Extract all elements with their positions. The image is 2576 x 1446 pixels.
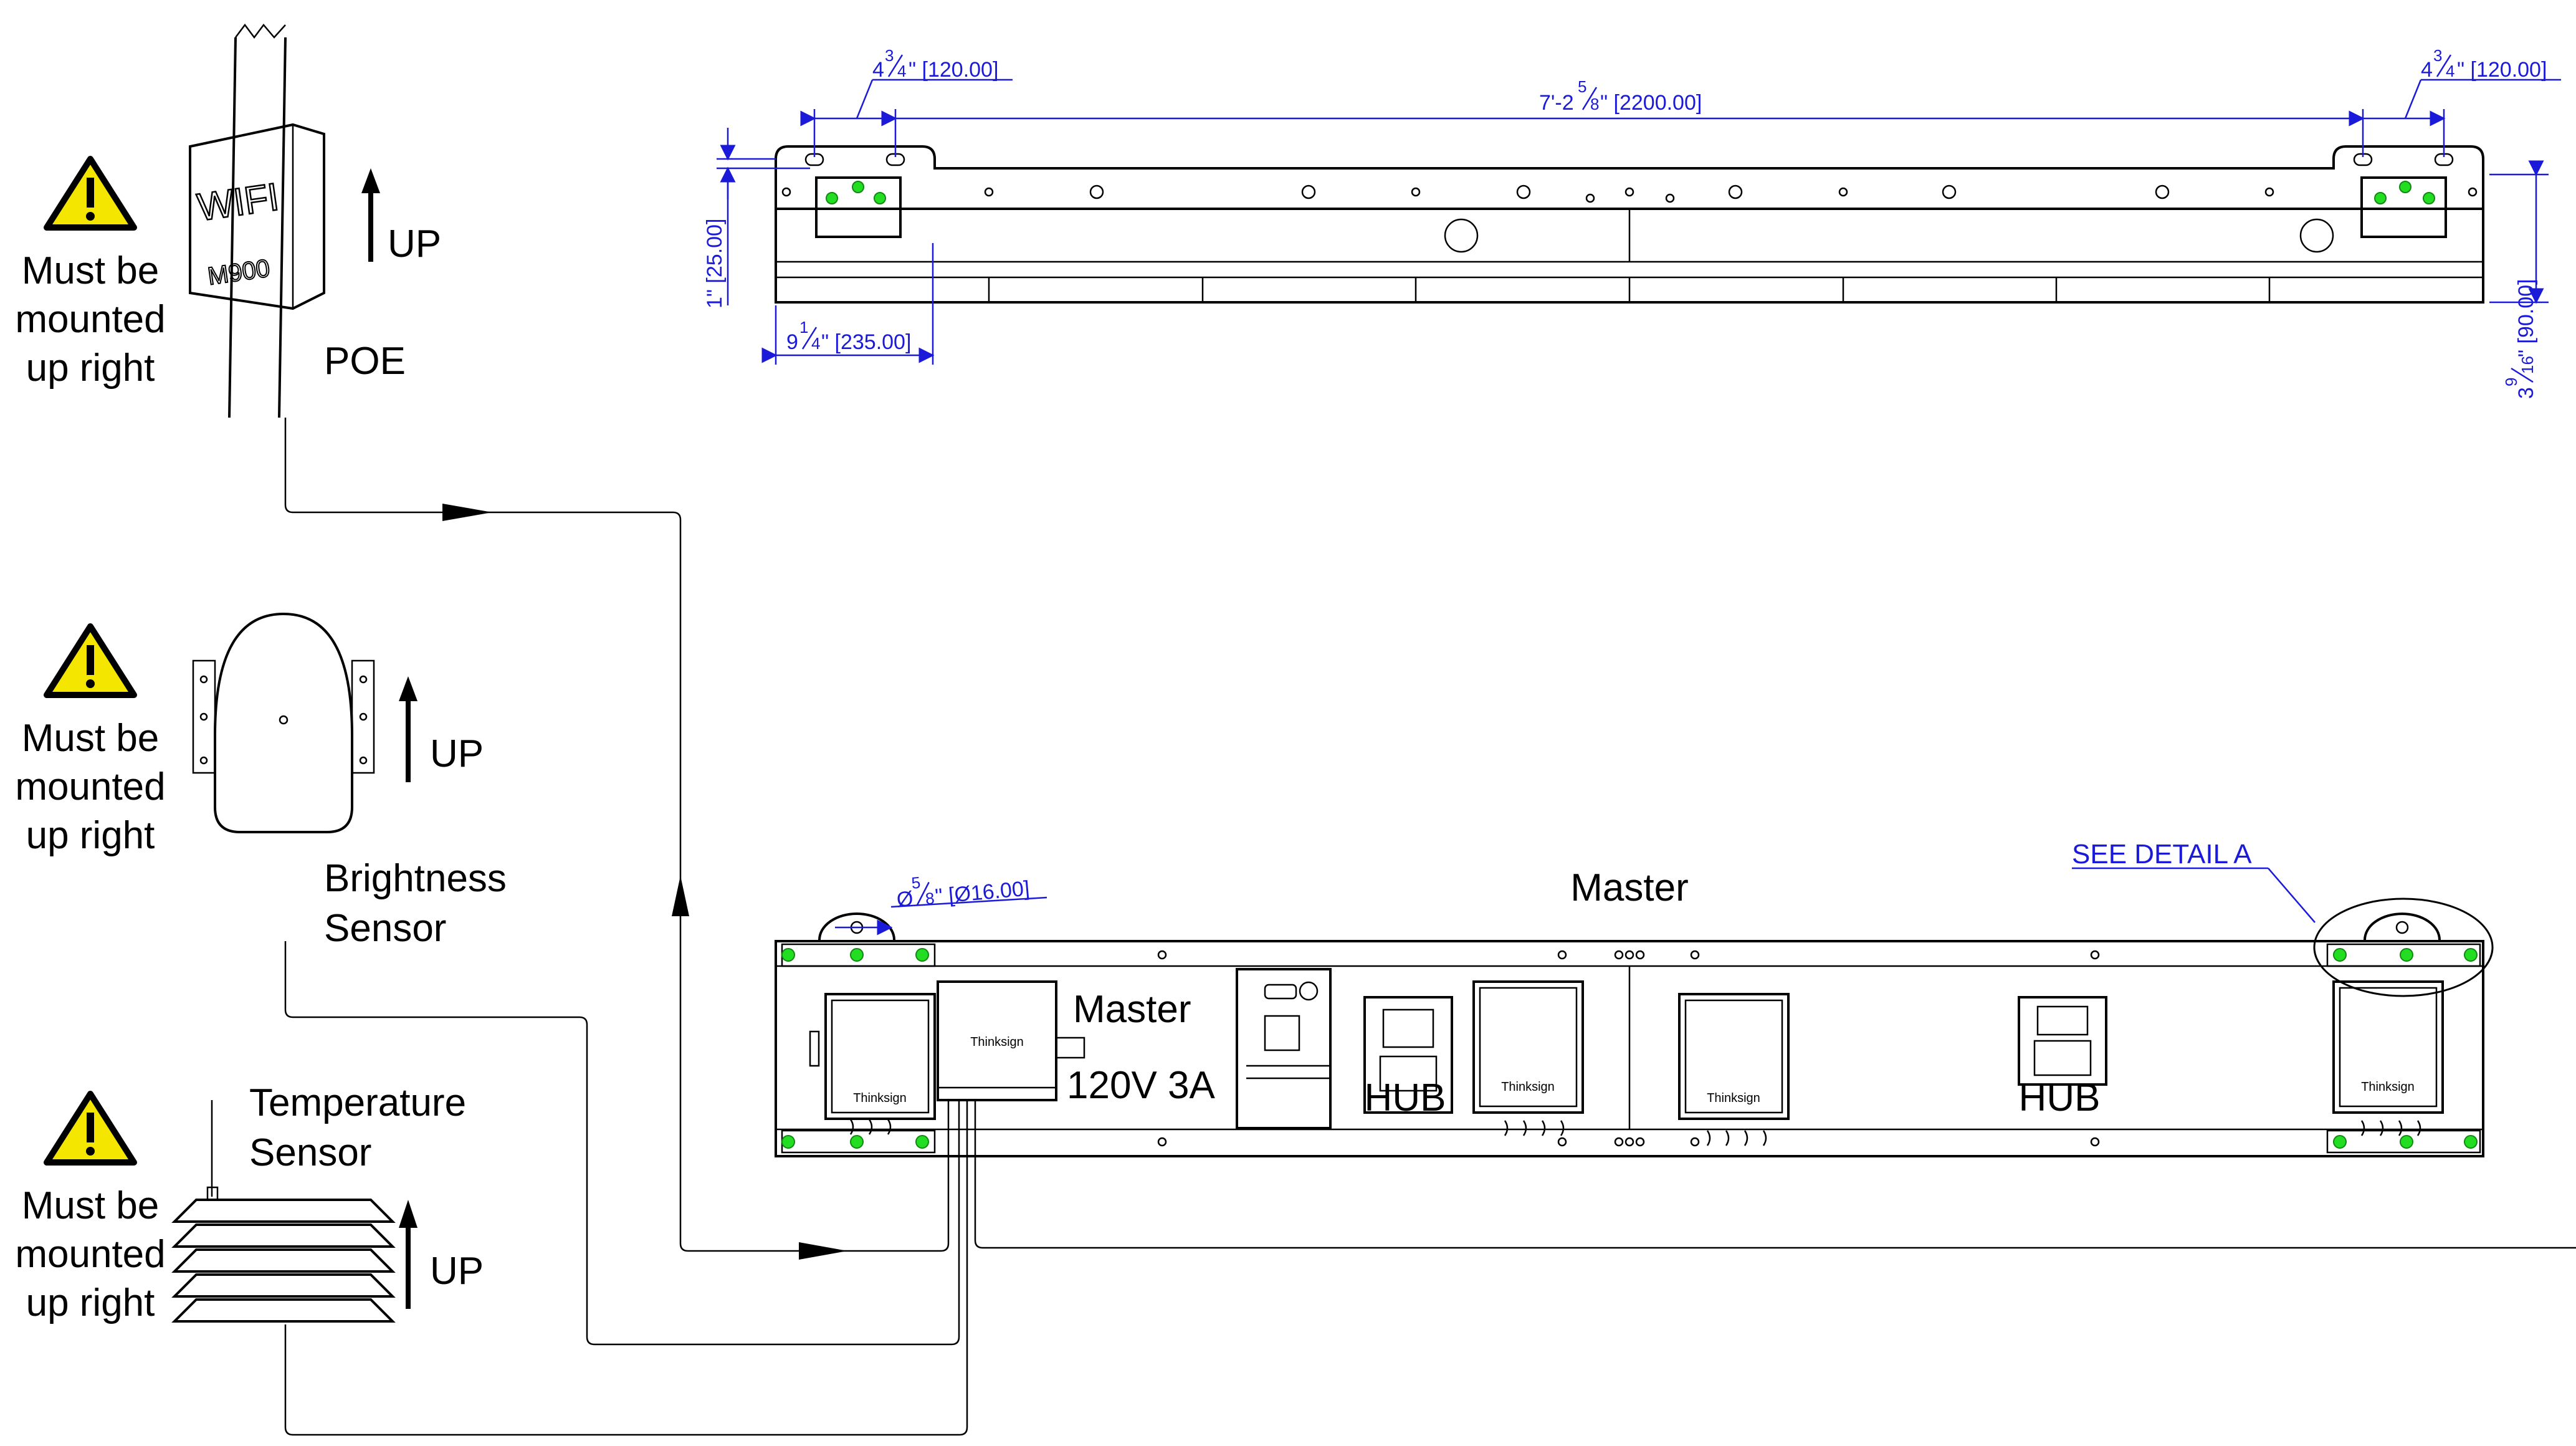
detail-a-circle	[2313, 898, 2494, 997]
receiver-card: Thinksign	[2332, 980, 2444, 1114]
dim-left-width-label: 4 3 4 " [120.00]	[872, 46, 998, 82]
power-supply-rating: 120V 3A	[1067, 1064, 1216, 1107]
power-supply: Thinksign	[937, 980, 1085, 1106]
svg-text:8: 8	[925, 889, 935, 908]
svg-text:7'-2: 7'-2	[1539, 91, 1574, 115]
front-view: Master SEE DETAIL A Ø 5 8 " [Ø16.00]	[775, 839, 2494, 1157]
up-label: UP	[388, 223, 441, 266]
dim-height-label: 1" [25.00]	[703, 219, 727, 309]
warning-text-line1: Must be	[22, 717, 160, 760]
dim-offset-label: 9 1 4 " [235.00]	[786, 318, 911, 354]
dim-depth-label: 3 9 16 " [90.00]	[2502, 279, 2538, 400]
pole-icon	[228, 23, 287, 418]
warning-text-line2: mounted	[15, 765, 165, 808]
wifi-brand-label: WIFI	[195, 175, 282, 229]
svg-text:5: 5	[910, 873, 921, 893]
svg-text:" [120.00]: " [120.00]	[2457, 58, 2547, 82]
hub-module: HUB	[2018, 996, 2107, 1119]
cable-arrow-icon	[672, 876, 689, 916]
front-view-title: Master	[1570, 866, 1688, 909]
receiver-card: Thinksign	[1472, 980, 1584, 1114]
svg-text:Thinksign: Thinksign	[1501, 1080, 1555, 1094]
power-supply-brand: Thinksign	[970, 1035, 1024, 1049]
svg-text:3: 3	[2514, 387, 2538, 399]
top-view-dimensions: 4 3 4 " [120.00] 4 3 4 " [120.00] 7'-2 5…	[703, 46, 2561, 399]
up-arrow-icon	[361, 168, 380, 262]
svg-text:3: 3	[2433, 46, 2442, 65]
mount-bracket	[2360, 176, 2447, 238]
warning-text-line3: up right	[26, 347, 155, 390]
warning-brightness: Must be mounted up right	[15, 623, 166, 857]
mount-bracket	[815, 176, 902, 238]
see-detail-callout[interactable]: SEE DETAIL A	[2072, 839, 2252, 869]
up-label: UP	[430, 732, 484, 775]
cable-arrow-icon	[799, 1242, 847, 1260]
top-view	[775, 145, 2484, 304]
svg-text:9: 9	[2502, 378, 2521, 386]
warning-temperature: Must be mounted up right	[15, 1091, 166, 1324]
warning-icon	[44, 1091, 137, 1166]
svg-text:4: 4	[872, 58, 884, 82]
hub-label: HUB	[2019, 1076, 2101, 1119]
svg-text:Thinksign: Thinksign	[1707, 1091, 1760, 1105]
control-card	[1236, 968, 1332, 1129]
svg-text:4: 4	[2421, 58, 2433, 82]
dim-right-width-label: 4 3 4 " [120.00]	[2421, 46, 2547, 82]
dim-length-label: 7'-2 5 8 " [2200.00]	[1539, 77, 1702, 115]
warning-text-line3: up right	[26, 1281, 155, 1324]
svg-text:Thinksign: Thinksign	[2361, 1080, 2415, 1094]
cable-routing	[284, 418, 2576, 1436]
receiver-card: Thinksign	[1678, 993, 1790, 1120]
svg-text:" [2200.00]: " [2200.00]	[1600, 91, 1702, 115]
svg-text:Thinksign: Thinksign	[853, 1091, 907, 1105]
svg-text:5: 5	[1578, 77, 1586, 96]
wifi-device: WIFI M900 UP POE	[189, 23, 441, 418]
warning-wifi: Must be mounted up right	[15, 156, 166, 390]
warning-text-line2: mounted	[15, 1233, 165, 1276]
brightness-label-line1: Brightness	[324, 857, 507, 900]
svg-text:16: 16	[2518, 356, 2537, 374]
connection-label: POE	[324, 340, 406, 383]
hub-module: HUB	[1363, 996, 1453, 1119]
svg-text:" [Ø16.00]: " [Ø16.00]	[934, 876, 1031, 908]
temperature-label-line2: Sensor	[249, 1131, 371, 1174]
warning-icon	[44, 156, 137, 231]
brightness-label-line2: Sensor	[324, 907, 446, 950]
wifi-model-label: M900	[206, 254, 272, 290]
svg-text:4: 4	[2446, 62, 2454, 80]
up-label: UP	[430, 1250, 484, 1293]
warning-text-line1: Must be	[22, 1184, 160, 1227]
temperature-label-line1: Temperature	[249, 1081, 466, 1124]
warning-icon	[44, 623, 137, 698]
svg-text:" [235.00]: " [235.00]	[821, 330, 911, 354]
svg-text:Ø: Ø	[895, 887, 914, 912]
svg-text:" [90.00]: " [90.00]	[2514, 279, 2538, 358]
svg-text:4: 4	[897, 62, 906, 80]
receiver-card: Thinksign	[824, 993, 936, 1120]
svg-text:4: 4	[811, 334, 820, 353]
svg-text:8: 8	[1590, 95, 1599, 113]
up-arrow-icon	[399, 676, 417, 782]
warning-text-line2: mounted	[15, 298, 165, 341]
cable-arrow-icon	[442, 504, 492, 521]
svg-text:1: 1	[799, 318, 808, 337]
svg-text:9: 9	[786, 330, 798, 354]
warning-text-line1: Must be	[22, 249, 160, 292]
hub-label: HUB	[1365, 1076, 1446, 1119]
temperature-sensor: UP Temperature Sensor	[171, 1081, 484, 1323]
up-arrow-icon	[399, 1200, 417, 1309]
warning-text-line3: up right	[26, 814, 155, 857]
hole-dim-label: Ø 5 8 " [Ø16.00]	[895, 873, 1031, 912]
svg-text:3: 3	[885, 46, 894, 65]
svg-text:" [120.00]: " [120.00]	[909, 58, 998, 82]
power-supply-name: Master	[1073, 988, 1191, 1031]
brightness-sensor: UP Brightness Sensor	[192, 612, 507, 950]
